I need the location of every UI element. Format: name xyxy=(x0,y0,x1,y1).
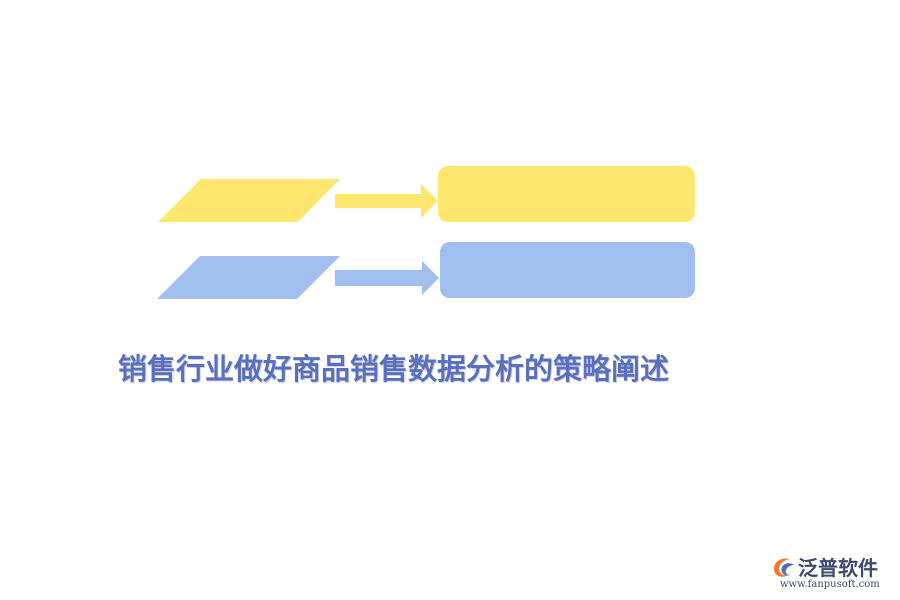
logo-url: www.fanpusoft.com xyxy=(780,579,880,590)
box-blue xyxy=(440,242,695,298)
page-title: 销售行业做好商品销售数据分析的策略阐述 xyxy=(118,352,670,386)
arrow-yellow xyxy=(335,184,438,218)
logo-mark-icon xyxy=(774,558,794,577)
box-yellow xyxy=(438,166,695,222)
brand-logo: 泛普软件 www.fanpusoft.com xyxy=(770,552,892,592)
logo-name: 泛普软件 xyxy=(798,556,878,580)
arrow-blue xyxy=(335,261,439,295)
parallelogram-blue xyxy=(157,256,340,299)
parallelogram-yellow xyxy=(158,179,340,222)
